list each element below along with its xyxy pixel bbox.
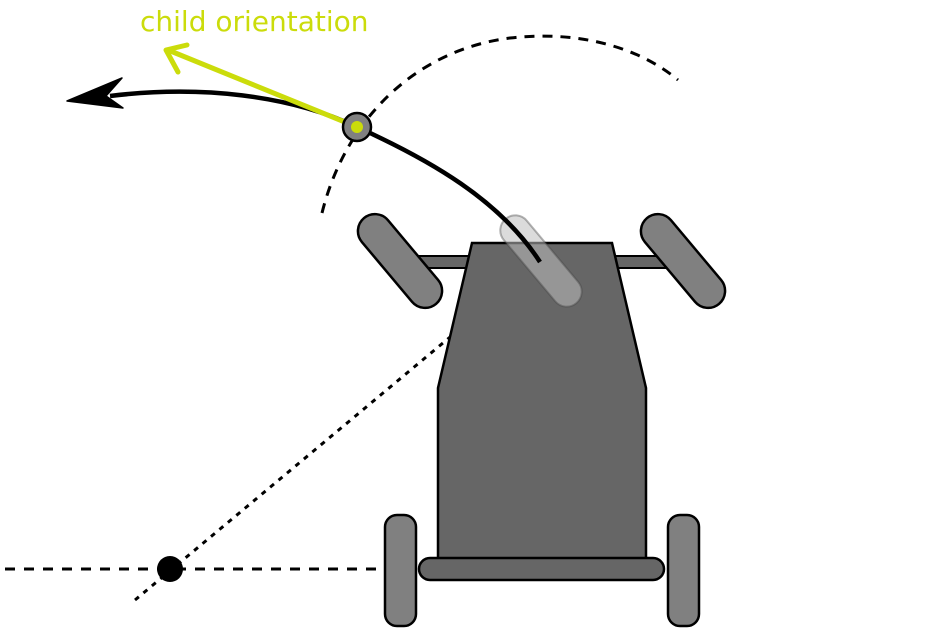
motion-arrowhead xyxy=(66,77,124,109)
pivot-point xyxy=(157,556,183,582)
trajectory-curve xyxy=(356,124,542,264)
rear-right-wheel xyxy=(666,513,701,628)
front-right-wheel xyxy=(639,212,727,310)
front-left-wheel xyxy=(356,212,444,310)
rear-left-wheel xyxy=(383,513,418,628)
vehicle-body xyxy=(436,241,648,562)
dashed-arc xyxy=(320,34,679,214)
rear-axle xyxy=(417,556,666,582)
child-node-center xyxy=(351,121,363,133)
child-orientation-arrow-shaft xyxy=(165,47,360,130)
child-orientation-label: child orientation xyxy=(140,5,369,38)
child-orientation-arrowhead xyxy=(163,42,190,75)
